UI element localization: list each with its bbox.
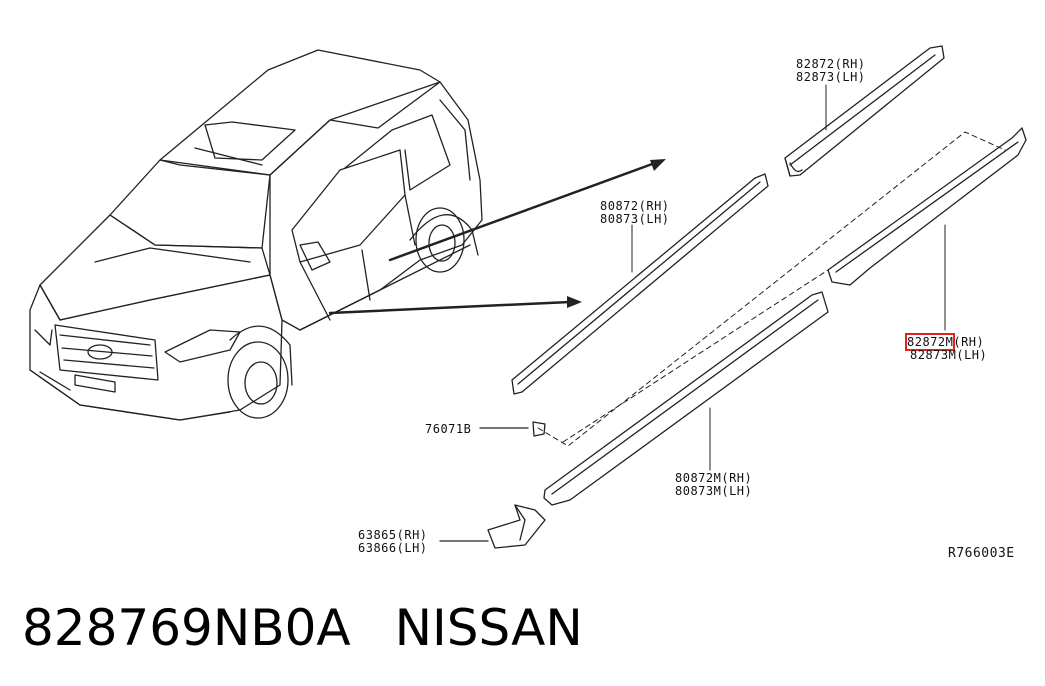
sill-moulding-rh-label: 80872M(RH): [675, 471, 753, 485]
rear-lower-moulding-lh-label: 82873M(LH): [910, 348, 988, 362]
clip-part: [479, 421, 546, 437]
door-moulding-part: [511, 173, 769, 395]
upper-moulding-rh-label: 82872(RH): [796, 57, 866, 71]
sill-moulding-part: [543, 291, 829, 506]
footer-caption: 828769NB0A NISSAN: [22, 600, 583, 664]
upper-moulding-lh-label: 82873(LH): [796, 70, 866, 84]
leader-lines: [631, 84, 946, 471]
part-number: 828769NB0A: [22, 599, 351, 657]
rear-lower-moulding-part: [827, 127, 1027, 286]
door-moulding-lh-label: 80873(LH): [600, 212, 670, 226]
bracket-rh-label: 63865(RH): [358, 528, 428, 542]
sill-moulding-lh-label: 80873M(LH): [675, 484, 753, 498]
dashed-assembly-lines: [537, 131, 1006, 447]
clip-label: 76071B: [425, 422, 472, 436]
bracket-lh-label: 63866(LH): [358, 541, 428, 555]
vehicle-illustration: [29, 49, 483, 421]
pointer-arrows: [328, 161, 657, 315]
brand-name: NISSAN: [394, 599, 583, 657]
bracket-part: [439, 504, 546, 549]
diagram-reference: R766003E: [948, 546, 1015, 561]
rear-lower-moulding-rh-label: 82872M(RH): [904, 333, 985, 351]
door-moulding-rh-label: 80872(RH): [600, 199, 670, 213]
rh-suffix: (RH): [953, 335, 985, 349]
arrow-heads: [567, 159, 666, 308]
highlighted-part-code[interactable]: 82872M: [904, 333, 956, 351]
parts-diagram: [29, 45, 1027, 549]
upper-moulding-part: [784, 45, 945, 177]
